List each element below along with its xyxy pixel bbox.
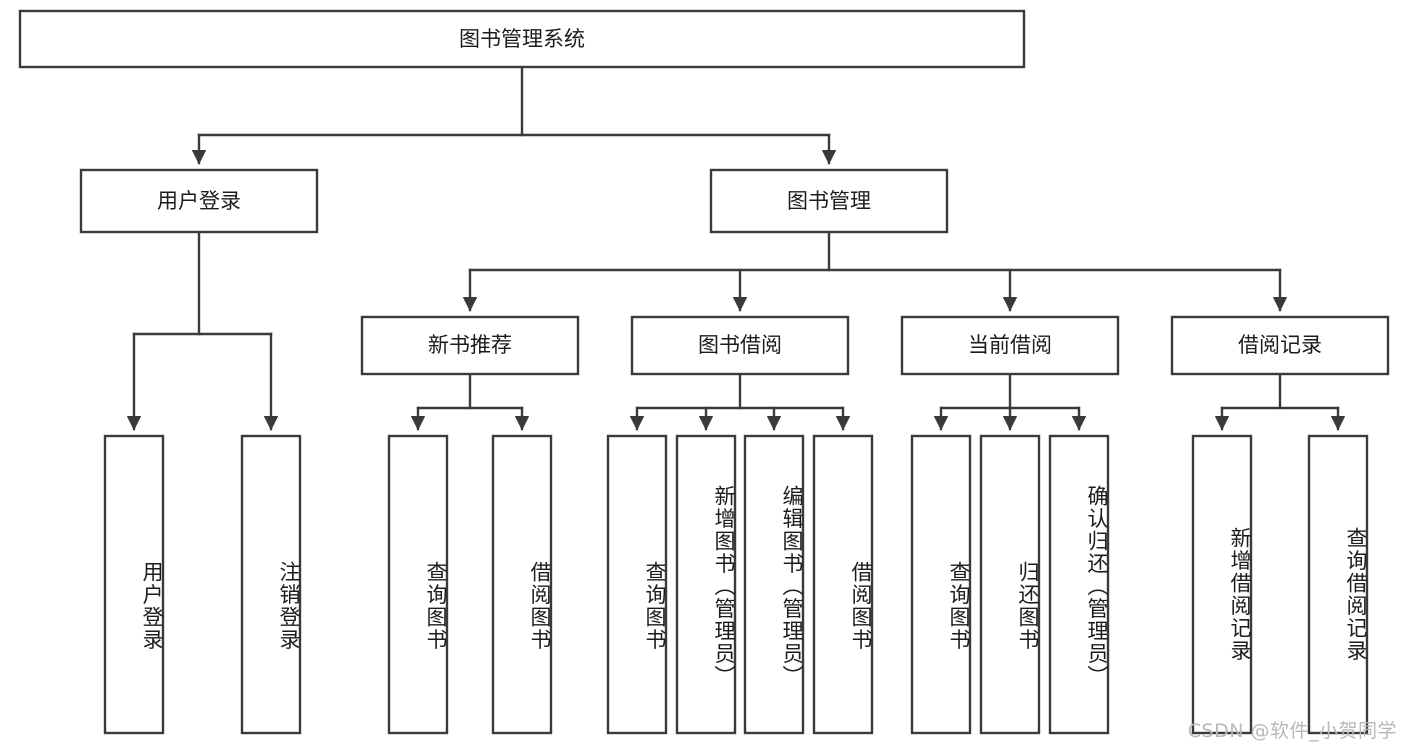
- node-root-box[interactable]: [18, 9, 1026, 69]
- node-current-label: 当前借阅: [968, 333, 1052, 357]
- connector-group-current: [933, 372, 1087, 431]
- node-newbook-label: 新书推荐: [428, 333, 512, 357]
- node-login-label: 用户登录: [157, 189, 241, 213]
- connector-group-newbook: [410, 372, 530, 431]
- node-newbook-box[interactable]: [360, 315, 580, 376]
- node-leaf-6-box[interactable]: [675, 434, 737, 735]
- node-newbook[interactable]: 新书推荐: [360, 315, 580, 376]
- node-leaf-3-box[interactable]: [387, 434, 449, 735]
- node-leaf-12-box[interactable]: [1191, 434, 1253, 735]
- node-bookmgmt-label: 图书管理: [787, 189, 871, 213]
- connector-group-bookmgmt: [462, 230, 1288, 312]
- node-leaf-7-box[interactable]: [743, 434, 805, 735]
- connector-group-records: [1214, 372, 1346, 431]
- node-leaf-9-box[interactable]: [910, 434, 972, 735]
- node-leaf-13-box[interactable]: [1307, 434, 1369, 735]
- node-current-box[interactable]: [900, 315, 1120, 376]
- node-leaf-8-box[interactable]: [812, 434, 874, 735]
- node-leaf-4-box[interactable]: [491, 434, 553, 735]
- node-borrow[interactable]: 图书借阅: [630, 315, 850, 376]
- node-records[interactable]: 借阅记录: [1170, 315, 1390, 376]
- node-leaf-2-box[interactable]: [240, 434, 302, 735]
- node-root[interactable]: 图书管理系统: [18, 9, 1026, 69]
- node-leaf-11-box[interactable]: [1048, 434, 1110, 735]
- node-login[interactable]: 用户登录: [79, 168, 319, 234]
- node-borrow-box[interactable]: [630, 315, 850, 376]
- connector-group-login: [126, 230, 279, 431]
- connector-group-borrow: [629, 372, 851, 431]
- node-root-label: 图书管理系统: [459, 27, 585, 51]
- leaf-box-group: [103, 434, 1369, 735]
- node-leaf-5-box[interactable]: [606, 434, 668, 735]
- connector-group-root: [191, 65, 837, 165]
- node-bookmgmt[interactable]: 图书管理: [709, 168, 949, 234]
- node-leaf-10-box[interactable]: [979, 434, 1041, 735]
- node-login-box[interactable]: [79, 168, 319, 234]
- node-records-label: 借阅记录: [1238, 333, 1322, 357]
- watermark-text: CSDN @软件_小贺同学: [1187, 720, 1397, 742]
- node-borrow-label: 图书借阅: [698, 333, 782, 357]
- node-bookmgmt-box[interactable]: [709, 168, 949, 234]
- node-leaf-1-box[interactable]: [103, 434, 165, 735]
- node-records-box[interactable]: [1170, 315, 1390, 376]
- node-current[interactable]: 当前借阅: [900, 315, 1120, 376]
